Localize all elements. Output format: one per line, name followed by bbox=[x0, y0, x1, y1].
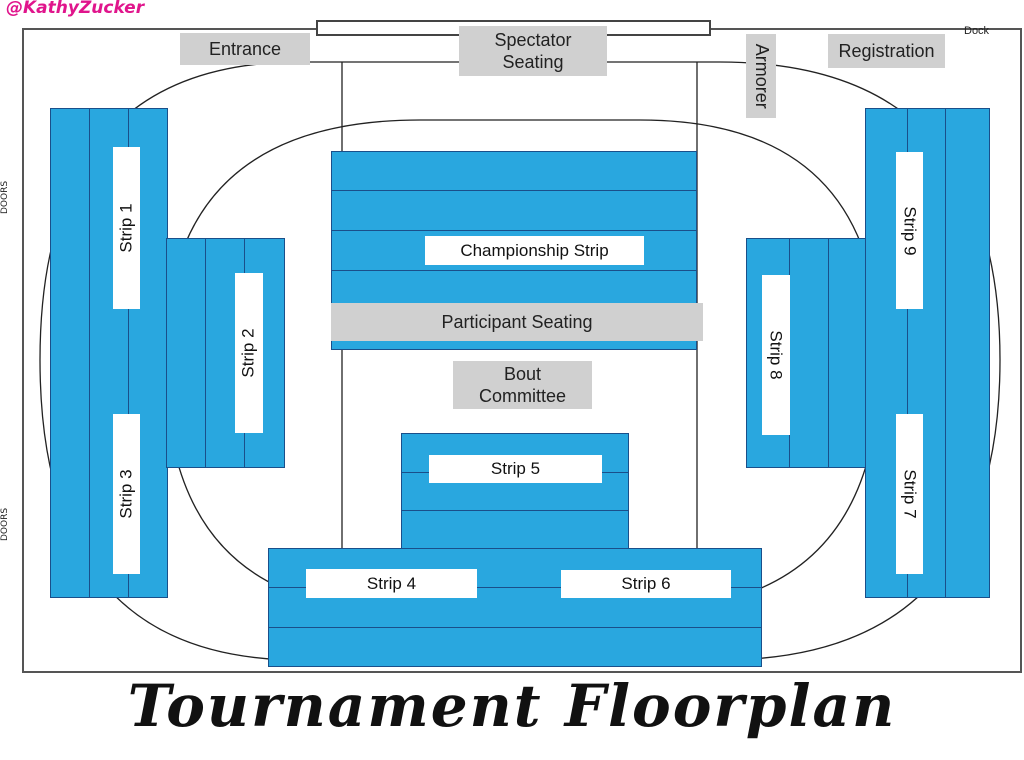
bout-label-line1: Bout bbox=[503, 363, 542, 384]
participant-seating-area: Participant Seating bbox=[331, 303, 703, 341]
watermark: @KathyZucker bbox=[6, 0, 145, 18]
strip-5 bbox=[401, 433, 629, 553]
strip-6-label: Strip 6 bbox=[561, 570, 731, 598]
participant-seating-label: Participant Seating bbox=[441, 311, 593, 332]
strip-7-label: Strip 7 bbox=[896, 414, 923, 574]
strip-block-bottom bbox=[268, 548, 762, 667]
strip-block-right bbox=[865, 108, 990, 598]
bout-committee-area: Bout Committee bbox=[453, 361, 592, 409]
registration-label: Registration bbox=[838, 40, 935, 61]
strip-block-left bbox=[50, 108, 168, 598]
entrance-label: Entrance bbox=[208, 38, 282, 59]
spectator-label-line1: Spectator bbox=[494, 29, 572, 50]
page-title: Tournament Floorplan bbox=[127, 672, 897, 740]
entrance-area: Entrance bbox=[180, 33, 310, 65]
spectator-seating-area: Spectator Seating bbox=[459, 26, 607, 76]
spectator-label-line2: Seating bbox=[502, 52, 564, 72]
strip-2-label: Strip 2 bbox=[235, 273, 263, 433]
armorer-label: Armorer bbox=[751, 43, 772, 109]
dock-label: Dock bbox=[964, 25, 990, 37]
strip-9-label: Strip 9 bbox=[896, 152, 923, 309]
strip-1-label: Strip 1 bbox=[113, 147, 140, 309]
armorer-area: Armorer bbox=[746, 34, 776, 118]
strip-2 bbox=[166, 238, 285, 468]
strip-4-label: Strip 4 bbox=[306, 569, 477, 598]
bout-label-line2: Committee bbox=[478, 386, 567, 406]
strip-8-label: Strip 8 bbox=[762, 275, 790, 435]
strip-5-label: Strip 5 bbox=[429, 455, 602, 483]
registration-area: Registration bbox=[828, 34, 945, 68]
championship-strip-label: Championship Strip bbox=[425, 236, 644, 265]
strip-3-label: Strip 3 bbox=[113, 414, 140, 574]
